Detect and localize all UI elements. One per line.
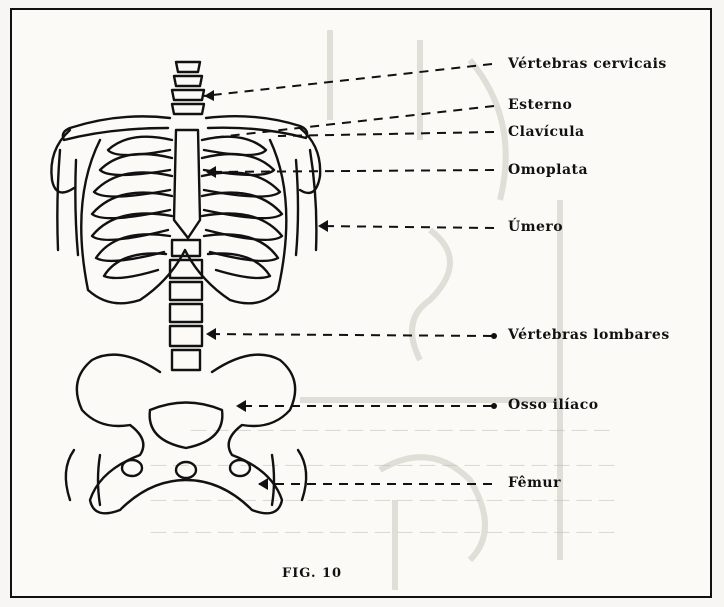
right-femur: [272, 450, 306, 505]
sacrum: [150, 403, 223, 449]
label-clavicula: Clavícula: [508, 124, 585, 140]
figure-caption: FIG. 10: [282, 566, 342, 581]
sternum: [174, 130, 200, 238]
leader-lines: [204, 64, 494, 484]
leader-omoplata: [206, 170, 494, 172]
lumbar-vertebrae: [170, 240, 202, 370]
right-ribs: [202, 137, 282, 278]
leader-clavicula: [278, 132, 494, 136]
label-femur: Fêmur: [508, 475, 561, 491]
leader-umero: [318, 226, 494, 228]
label-esterno: Esterno: [508, 97, 572, 113]
label-vertebras-cervicais: Vértebras cervicais: [508, 56, 667, 72]
leader-esterno: [210, 106, 494, 138]
cervical-vertebrae: [172, 62, 204, 114]
clavicles: [63, 116, 307, 140]
leader-vertebras-lombares: [206, 334, 492, 336]
pelvis: [77, 355, 295, 514]
leader-arrowheads: [204, 90, 497, 490]
left-femur: [66, 450, 100, 505]
leader-vertebras-cervicais: [204, 64, 492, 96]
label-umero: Úmero: [508, 219, 563, 235]
left-ribs: [92, 137, 172, 278]
label-omoplata: Omoplata: [508, 162, 588, 178]
label-osso-iliaco: Osso ilíaco: [508, 397, 599, 413]
label-vertebras-lombares: Vértebras lombares: [508, 327, 670, 343]
left-humerus: [57, 150, 78, 255]
right-humerus: [296, 150, 316, 255]
